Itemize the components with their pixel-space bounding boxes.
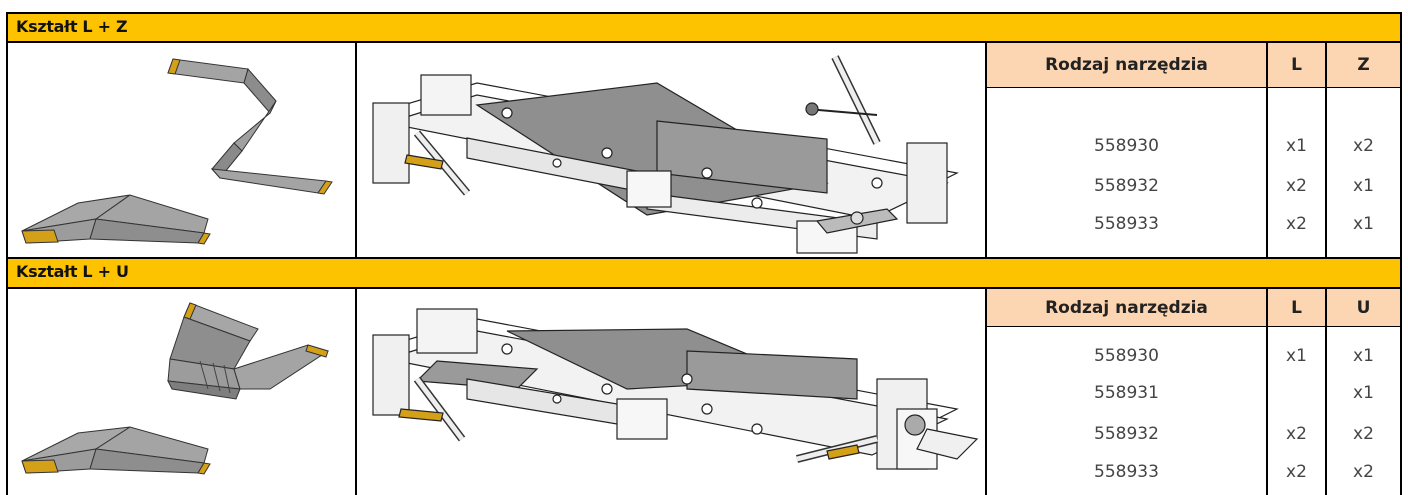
- divider: [987, 326, 1400, 327]
- section-row-lz: Rodzaj narzędzia L Z 558930 x1 x2 558932…: [8, 43, 1400, 270]
- divider: [355, 289, 357, 495]
- l-quantity: x2: [1286, 424, 1307, 444]
- tool-code: 558932: [1094, 176, 1159, 196]
- tool-code: 558933: [1094, 462, 1159, 482]
- u-quantity: x1: [1353, 346, 1374, 366]
- z-quantity: x2: [1353, 136, 1374, 156]
- page-frame: Kształt L + Z: [6, 12, 1402, 495]
- bending-tool-drawing-lu: [357, 289, 985, 495]
- divider: [987, 87, 1400, 88]
- column-header-z: Z: [1327, 43, 1400, 87]
- divider: [1266, 289, 1268, 495]
- section-header-lu: Kształt L + U: [8, 257, 1400, 289]
- u-quantity: x2: [1353, 462, 1374, 482]
- tool-code: 558933: [1094, 214, 1159, 234]
- l-quantity: x1: [1286, 136, 1307, 156]
- divider: [1325, 289, 1327, 495]
- shape-illustration-lz: [8, 43, 355, 270]
- tool-code: 558931: [1094, 383, 1159, 403]
- divider: [1325, 43, 1327, 270]
- l-quantity: x1: [1286, 346, 1307, 366]
- l-quantity: x2: [1286, 176, 1307, 196]
- section-title: Kształt L + Z: [16, 17, 128, 36]
- section-header-lz: Kształt L + Z: [8, 12, 1400, 43]
- z-quantity: x1: [1353, 176, 1374, 196]
- column-header-u: U: [1327, 289, 1400, 326]
- bending-tool-drawing-lz: [357, 43, 985, 270]
- tool-code: 558932: [1094, 424, 1159, 444]
- l-quantity: [1268, 378, 1325, 408]
- tool-code: 558930: [1094, 136, 1159, 156]
- l-quantity: x2: [1286, 214, 1307, 234]
- divider: [985, 289, 987, 495]
- l-quantity: x2: [1286, 462, 1307, 482]
- shape-illustration-lu: [8, 289, 355, 495]
- tool-table-lu: Rodzaj narzędzia L U 558930 x1 x1 558931…: [987, 289, 1400, 495]
- tool-code: 558930: [1094, 346, 1159, 366]
- column-header-l: L: [1268, 43, 1325, 87]
- divider: [1266, 43, 1268, 270]
- column-header-tool-type: Rodzaj narzędzia: [987, 289, 1266, 326]
- divider: [355, 43, 357, 270]
- u-quantity: x2: [1353, 424, 1374, 444]
- tool-table-lz: Rodzaj narzędzia L Z 558930 x1 x2 558932…: [987, 43, 1400, 270]
- divider: [985, 43, 987, 270]
- column-header-tool-type: Rodzaj narzędzia: [987, 43, 1266, 87]
- u-quantity: x1: [1353, 383, 1374, 403]
- section-title: Kształt L + U: [16, 262, 129, 281]
- section-row-lu: Rodzaj narzędzia L U 558930 x1 x1 558931…: [8, 289, 1400, 495]
- column-header-l: L: [1268, 289, 1325, 326]
- z-quantity: x1: [1353, 214, 1374, 234]
